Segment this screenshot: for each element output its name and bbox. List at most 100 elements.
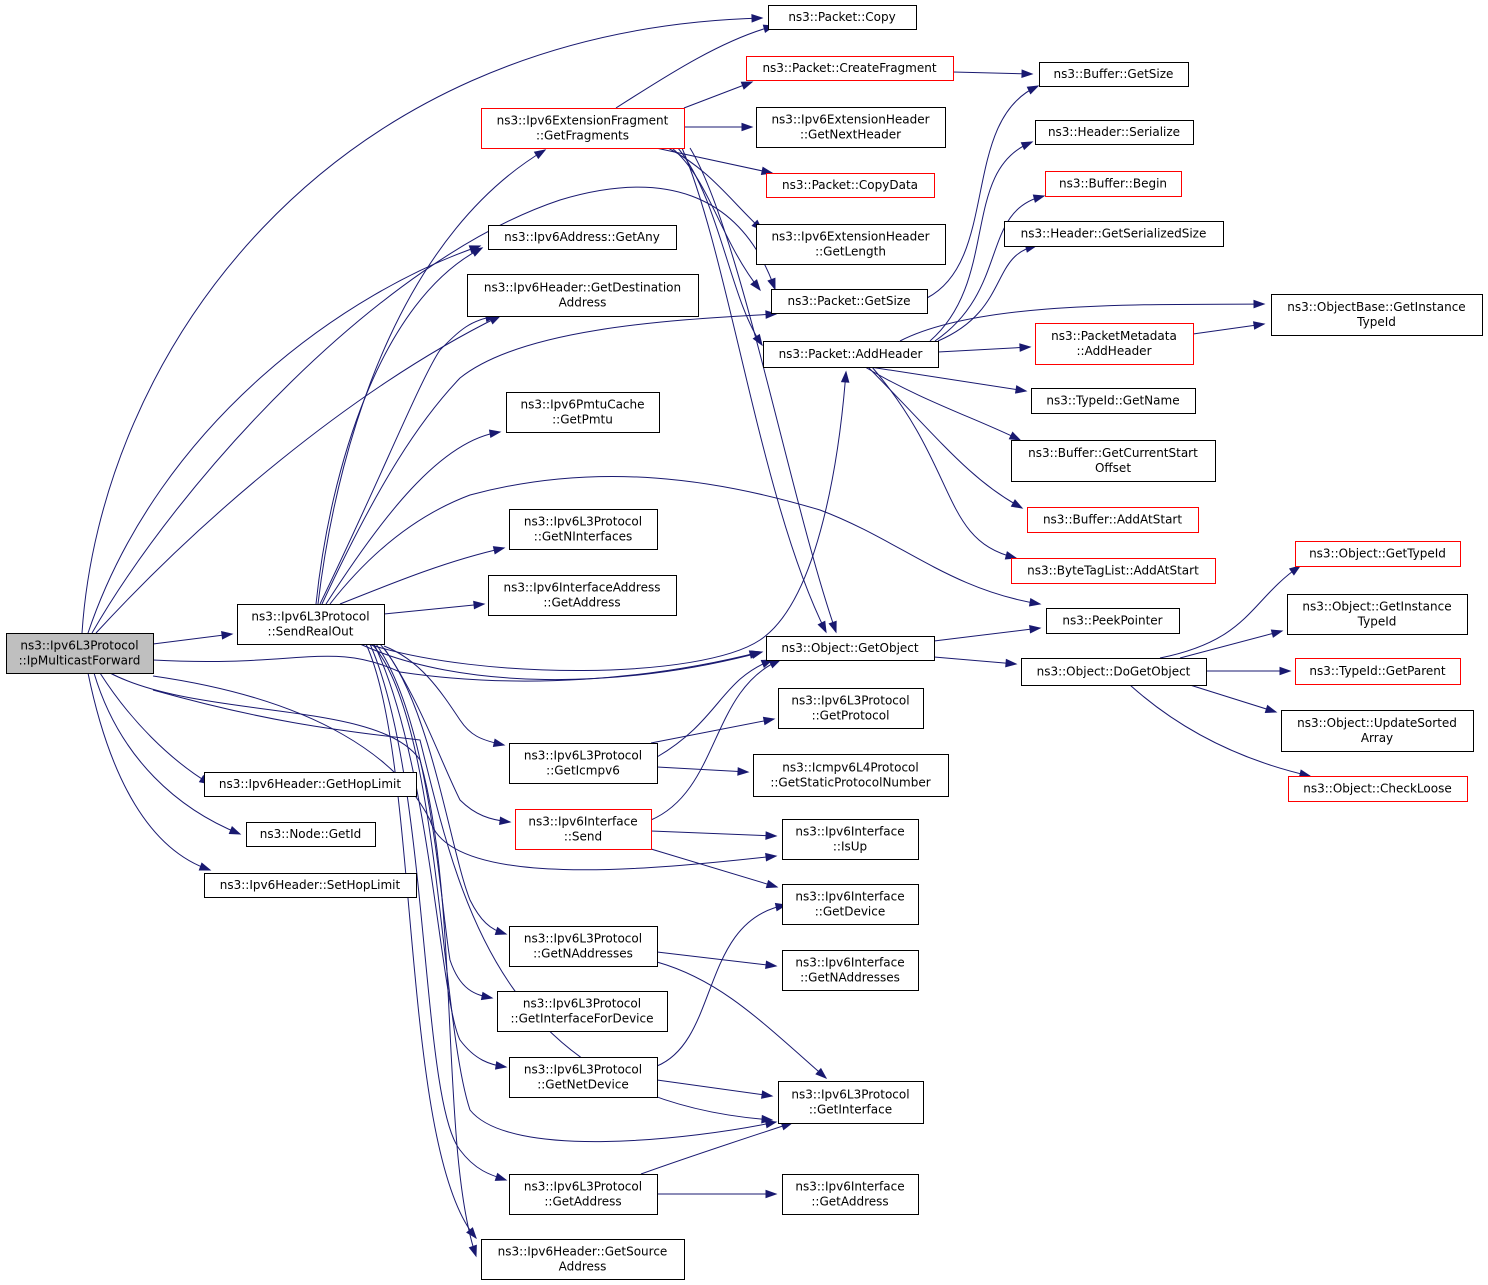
- edge-line: [1159, 565, 1301, 659]
- node-pm_addheader[interactable]: ns3::PacketMetadata::AddHeader: [1035, 323, 1194, 365]
- node-typeid_getparent[interactable]: ns3::TypeId::GetParent: [1295, 658, 1461, 685]
- node-iface_send[interactable]: ns3::Ipv6Interface::Send: [515, 809, 652, 850]
- node-getpmtu[interactable]: ns3::Ipv6PmtuCache::GetPmtu: [506, 392, 660, 433]
- node-sethoplimit[interactable]: ns3::Ipv6Header::SetHopLimit: [204, 873, 417, 898]
- edge-line: [933, 656, 1017, 665]
- node-addheader[interactable]: ns3::Packet::AddHeader: [763, 341, 939, 368]
- arrowhead-icon: [1019, 343, 1032, 352]
- edge-line: [152, 651, 761, 682]
- node-ifaceaddr_getaddress[interactable]: ns3::Ipv6InterfaceAddress::GetAddress: [488, 575, 677, 616]
- node-iface_getnaddresses[interactable]: ns3::Ipv6Interface::GetNAddresses: [782, 950, 919, 991]
- arrowhead-icon: [765, 852, 778, 862]
- node-label: ns3::Packet::GetSize: [788, 294, 911, 308]
- node-label: ::IpMulticastForward: [19, 654, 141, 668]
- arrowhead-icon: [1008, 431, 1022, 441]
- node-bytetaglist_addatstart[interactable]: ns3::ByteTagList::AddAtStart: [1011, 558, 1216, 584]
- node-getobject[interactable]: ns3::Object::GetObject: [766, 636, 935, 661]
- edge-sendrealout-to-getfragments: [317, 149, 547, 605]
- node-packetcopy[interactable]: ns3::Packet::Copy: [768, 5, 917, 30]
- arrowhead-icon: [817, 620, 827, 634]
- node-l3_getaddress[interactable]: ns3::Ipv6L3Protocol::GetAddress: [509, 1174, 658, 1215]
- node-getinterfacefordevice[interactable]: ns3::Ipv6L3Protocol::GetInterfaceForDevi…: [497, 991, 668, 1032]
- node-iface_getdevice[interactable]: ns3::Ipv6Interface::GetDevice: [782, 884, 919, 925]
- edge-line: [315, 247, 483, 605]
- node-label: ::GetPmtu: [552, 413, 613, 427]
- node-buffer_getsize[interactable]: ns3::Buffer::GetSize: [1039, 62, 1189, 87]
- node-box: [1045, 171, 1182, 197]
- edge-line: [650, 830, 777, 837]
- arrowhead-icon: [499, 816, 512, 826]
- node-label: ns3::Ipv6Interface: [795, 890, 904, 904]
- node-nodegetid[interactable]: ns3::Node::GetId: [246, 822, 376, 847]
- node-buffer_addatstart[interactable]: ns3::Buffer::AddAtStart: [1027, 507, 1199, 533]
- node-label: ns3::Ipv6InterfaceAddress: [504, 581, 661, 595]
- node-sendrealout[interactable]: ns3::Ipv6L3Protocol::SendRealOut: [237, 604, 385, 645]
- node-label: ns3::Ipv6L3Protocol: [523, 997, 641, 1011]
- node-iface_getaddress[interactable]: ns3::Ipv6Interface::GetAddress: [782, 1174, 919, 1215]
- node-label: ns3::Ipv6L3Protocol: [791, 1088, 909, 1102]
- node-checkloose[interactable]: ns3::Object::CheckLoose: [1288, 776, 1468, 802]
- arrowhead-icon: [750, 650, 764, 659]
- node-isup[interactable]: ns3::Ipv6Interface::IsUp: [782, 819, 919, 860]
- node-createfragment[interactable]: ns3::Packet::CreateFragment: [746, 56, 954, 81]
- node-box: [1046, 608, 1180, 634]
- edge-root-to-packetcopy: [81, 14, 764, 634]
- edge-geticmpv6-to-getprotocol: [650, 716, 776, 744]
- edge-root-to-getdestaddr: [95, 315, 502, 634]
- edge-line: [689, 147, 837, 633]
- arrowhead-icon: [1010, 499, 1024, 509]
- node-label: ns3::Header::GetSerializedSize: [1021, 227, 1207, 241]
- node-header_serialize[interactable]: ns3::Header::Serialize: [1035, 120, 1194, 145]
- arrowhead-icon: [1014, 385, 1028, 394]
- edge-getnaddresses_l3-to-iface_getnaddresses: [656, 951, 778, 970]
- node-getstaticprotocolnumber[interactable]: ns3::Icmpv6L4Protocol::GetStaticProtocol…: [753, 754, 949, 797]
- node-peekpointer[interactable]: ns3::PeekPointer: [1046, 608, 1180, 634]
- node-getnextheader[interactable]: ns3::Ipv6ExtensionHeader::GetNextHeader: [756, 107, 946, 148]
- node-object_gettypeid[interactable]: ns3::Object::GetTypeId: [1295, 541, 1461, 567]
- node-getinterface[interactable]: ns3::Ipv6L3Protocol::GetInterface: [778, 1081, 924, 1124]
- node-geticmpv6[interactable]: ns3::Ipv6L3Protocol::GetIcmpv6: [509, 743, 658, 784]
- node-getany[interactable]: ns3::Ipv6Address::GetAny: [488, 225, 677, 250]
- node-getprotocol[interactable]: ns3::Ipv6L3Protocol::GetProtocol: [778, 688, 924, 729]
- node-header_getserializedsize[interactable]: ns3::Header::GetSerializedSize: [1004, 221, 1224, 247]
- edge-line: [95, 315, 501, 634]
- node-getnetdevice[interactable]: ns3::Ipv6L3Protocol::GetNetDevice: [509, 1057, 658, 1098]
- arrowhead-icon: [740, 81, 754, 90]
- node-label: ::Send: [564, 830, 602, 844]
- edge-root-to-sendrealout: [152, 631, 234, 645]
- edge-getobject-to-dogetobject: [933, 656, 1018, 668]
- node-label: ns3::Ipv6Interface: [528, 815, 637, 829]
- node-getnaddresses_l3[interactable]: ns3::Ipv6L3Protocol::GetNAddresses: [509, 926, 658, 967]
- edge-getfragments-to-packet_getsize: [671, 147, 761, 292]
- node-getninterfaces[interactable]: ns3::Ipv6L3Protocol::GetNInterfaces: [509, 509, 658, 550]
- node-copydata[interactable]: ns3::Packet::CopyData: [766, 173, 935, 198]
- node-box: [1035, 323, 1194, 365]
- edge-line: [640, 1122, 793, 1175]
- node-getfragments[interactable]: ns3::Ipv6ExtensionFragment::GetFragments: [481, 108, 685, 149]
- node-packet_getsize[interactable]: ns3::Packet::GetSize: [771, 289, 928, 314]
- node-gethoplimit[interactable]: ns3::Ipv6Header::GetHopLimit: [204, 772, 417, 797]
- edge-getnaddresses_l3-to-getinterface: [656, 961, 828, 1079]
- node-box: [1039, 62, 1189, 87]
- edge-geticmpv6-to-getstaticprotocolnumber: [656, 766, 750, 776]
- edge-line: [656, 961, 827, 1079]
- node-dogetobject[interactable]: ns3::Object::DoGetObject: [1021, 658, 1207, 686]
- node-typeid_getname[interactable]: ns3::TypeId::GetName: [1031, 388, 1196, 414]
- node-exthdr_getlength[interactable]: ns3::Ipv6ExtensionHeader::GetLength: [756, 224, 946, 265]
- node-buffer_begin[interactable]: ns3::Buffer::Begin: [1045, 171, 1182, 197]
- node-label: ns3::Packet::Copy: [788, 10, 895, 24]
- node-box: [782, 1174, 919, 1215]
- arrowhead-icon: [1021, 69, 1034, 79]
- node-box: [1021, 658, 1207, 686]
- edge-root-to-packet_getsize: [91, 186, 776, 634]
- arrowhead-icon: [1028, 598, 1042, 607]
- node-box: [497, 991, 668, 1032]
- edge-dogetobject-to-object_gettypeid: [1159, 565, 1302, 659]
- edge-addheader-to-buffer_getcurrentstartoffset: [864, 366, 1022, 441]
